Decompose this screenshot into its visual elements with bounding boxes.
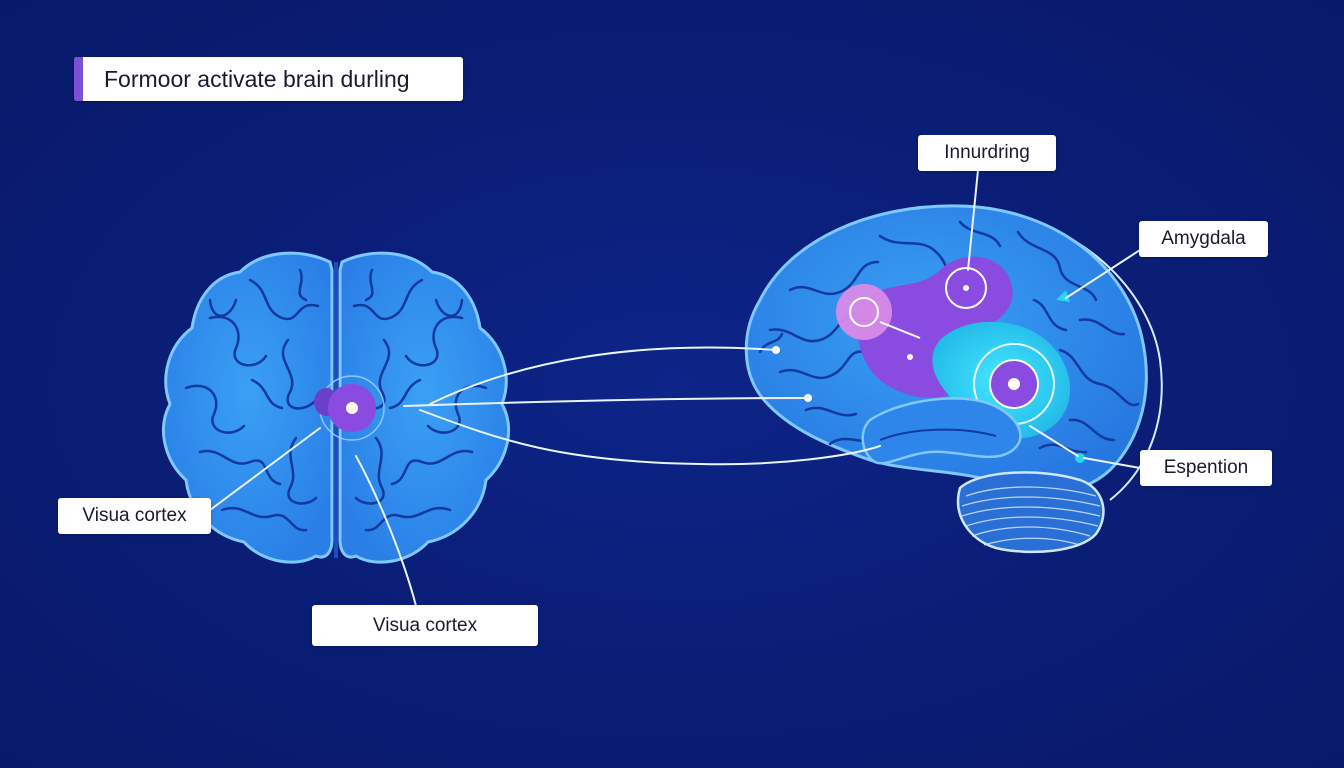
left-gyri	[184, 268, 320, 532]
purple-center-dot	[907, 354, 913, 360]
label-innurdring-text: Innurdring	[944, 142, 1030, 163]
pointer-espention	[1083, 457, 1141, 469]
pointer-amygdala	[1065, 249, 1141, 299]
innurdring-target-dot	[963, 285, 969, 291]
label-visua-cortex-bottom-text: Visua cortex	[372, 614, 478, 636]
connector-lines	[209, 169, 1141, 607]
brainstem	[861, 397, 1022, 465]
label-amygdala: Amygdala	[1139, 221, 1268, 257]
cyan-core-dot	[1008, 378, 1020, 390]
label-visua-cortex-left-text: Visua cortex	[82, 505, 187, 526]
connector-upper	[429, 346, 777, 405]
label-amygdala-text: Amygdala	[1161, 228, 1246, 249]
right-hemisphere	[338, 251, 510, 564]
pointer-visua-left	[209, 427, 321, 511]
pink-node-pointer	[879, 321, 921, 339]
pointer-visua-bottom	[355, 455, 417, 607]
diagram-title: Formoor activate brain durling	[74, 57, 463, 101]
pointer-espention-inner	[1029, 425, 1079, 457]
cerebellum-folia	[961, 486, 1101, 546]
label-espention: Espention	[1140, 450, 1272, 486]
pink-node-ring	[849, 297, 879, 327]
activation-node-pink	[836, 284, 892, 340]
amygdala-marker	[1056, 290, 1070, 302]
pointer-innurdring	[967, 169, 979, 271]
connector-lower	[419, 409, 881, 466]
label-innurdring: Innurdring	[918, 135, 1056, 171]
left-hemisphere	[162, 251, 334, 564]
diagram-title-text: Formoor activate brain durling	[104, 65, 410, 92]
left-brain-top-view	[162, 251, 510, 564]
label-espention-text: Espention	[1163, 457, 1249, 478]
connector-middle	[403, 397, 809, 407]
brainstem-groove	[879, 428, 997, 441]
label-visua-cortex-bottom: Visua cortex	[312, 605, 538, 646]
right-gyri	[352, 268, 488, 532]
label-visua-cortex-left: Visua cortex	[58, 498, 211, 534]
title-accent-bar	[74, 57, 83, 101]
innurdring-target-ring	[945, 267, 987, 309]
right-brain-side-view	[744, 204, 1163, 554]
activation-center-dot	[346, 402, 358, 414]
cerebellum	[956, 471, 1105, 554]
